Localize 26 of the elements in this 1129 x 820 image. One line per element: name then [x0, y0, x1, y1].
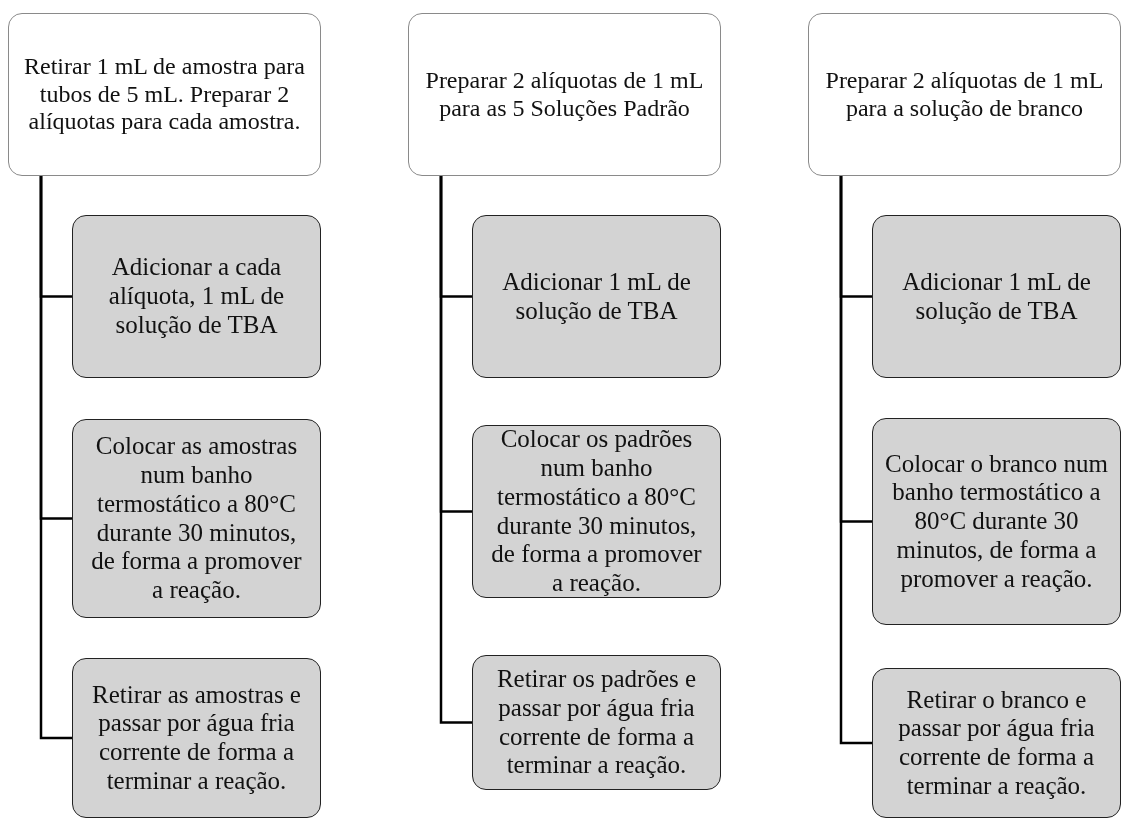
box-text: Colocar as amostras num banho termostático a 80°C durante 30 minutos, de forma a promover a reação.: [90, 432, 303, 605]
step-box: [408, 13, 721, 176]
connector-line: [439, 176, 472, 724]
substep-box: [472, 655, 721, 790]
box-text: Colocar os padrões num banho termostático a 80°C durante 30 minutos, de forma a promover a reação.: [490, 425, 703, 598]
step-box: [8, 13, 321, 176]
box-text: Adicionar 1 mL de solução de TBA: [501, 267, 692, 326]
substep-box: [872, 668, 1121, 818]
step-box: [808, 13, 1121, 176]
box-text: Adicionar a cada alíquota, 1 mL de solução de TBA: [107, 253, 286, 340]
substep-box: [872, 418, 1121, 625]
box-text: Preparar 2 alíquotas de 1 mL para a solução de branco: [824, 66, 1105, 123]
box-text: Retirar 1 mL de amostra para tubos de 5 mL. Preparar 2 alíquotas para cada amostra.: [23, 53, 306, 136]
box-text: Retirar os padrões e passar por água fria corrente de forma a terminar a reação.: [495, 665, 698, 780]
connector-line: [839, 176, 872, 745]
substep-box: [472, 215, 721, 378]
substep-box: [72, 419, 321, 618]
box-text: Adicionar 1 mL de solução de TBA: [901, 267, 1092, 326]
substep-box: [872, 215, 1121, 378]
substep-box: [72, 658, 321, 818]
box-text: Colocar o branco num banho termostático a 80°C durante 30 minutos, de forma a promover a reação.: [884, 449, 1109, 594]
connector-line: [39, 176, 72, 740]
box-text: Retirar o branco e passar por água fria corrente de forma a terminar a reação.: [897, 685, 1096, 801]
substep-box: [72, 215, 321, 378]
box-text: Retirar as amostras e passar por água fria corrente de forma a terminar a reação.: [91, 680, 302, 796]
box-text: Preparar 2 alíquotas de 1 mL para as 5 Soluções Padrão: [424, 66, 705, 123]
